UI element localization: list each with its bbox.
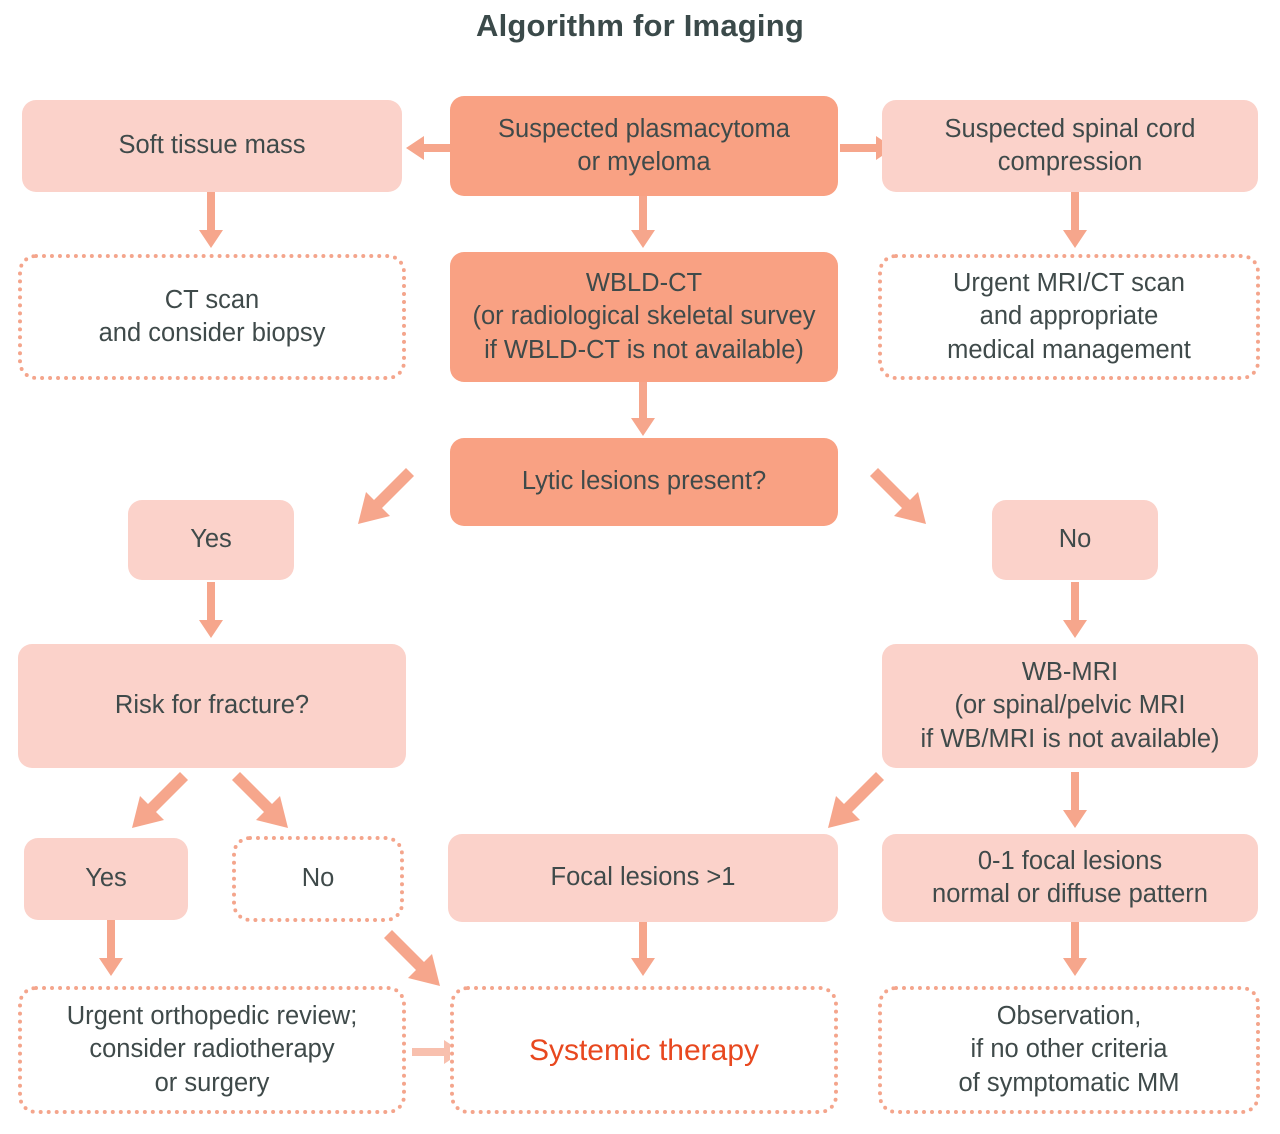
node-fracture-no[interactable]: No — [232, 836, 404, 922]
arrow-wb-mri-to-focal-gt1 — [826, 772, 888, 830]
arrow-focal-gt1-to-systemic — [628, 920, 658, 978]
node-lytic-yes[interactable]: Yes — [128, 500, 294, 580]
node-focal-lesions-0-1[interactable]: 0-1 focal lesions normal or diffuse patt… — [882, 834, 1258, 922]
node-lytic-lesions-present[interactable]: Lytic lesions present? — [450, 438, 838, 526]
arrow-root-to-soft-tissue — [404, 133, 460, 163]
arrow-wbld-ct-to-lytic-lesions — [628, 380, 658, 438]
arrow-fracture-yes-to-orthopedic — [96, 920, 126, 978]
node-urgent-orthopedic[interactable]: Urgent orthopedic review; consider radio… — [18, 986, 406, 1114]
arrow-wb-mri-to-focal-0-1 — [1060, 772, 1090, 830]
arrow-focal-0-1-to-observation — [1060, 920, 1090, 978]
page-title: Algorithm for Imaging — [476, 8, 804, 43]
node-lytic-no[interactable]: No — [992, 500, 1158, 580]
arrow-fracture-no-to-systemic — [380, 930, 442, 988]
arrow-risk-to-fracture-yes — [130, 772, 192, 830]
node-wbld-ct[interactable]: WBLD-CT (or radiological skeletal survey… — [450, 252, 838, 382]
node-soft-tissue-mass[interactable]: Soft tissue mass — [22, 100, 402, 192]
node-observation[interactable]: Observation, if no other criteria of sym… — [878, 986, 1260, 1114]
arrow-cord-compression-to-urgent-mri — [1060, 192, 1090, 250]
node-wb-mri[interactable]: WB-MRI (or spinal/pelvic MRI if WB/MRI i… — [882, 644, 1258, 768]
node-urgent-mri-ct[interactable]: Urgent MRI/CT scan and appropriate medic… — [878, 254, 1260, 380]
arrow-lytic-to-yes — [356, 468, 418, 526]
node-suspected-plasmacytoma[interactable]: Suspected plasmacytoma or myeloma — [450, 96, 838, 196]
arrow-no-to-wb-mri — [1060, 582, 1090, 640]
node-focal-lesions-gt1[interactable]: Focal lesions >1 — [448, 834, 838, 922]
node-suspected-cord-compression[interactable]: Suspected spinal cord compression — [882, 100, 1258, 192]
node-ct-scan-biopsy[interactable]: CT scan and consider biopsy — [18, 254, 406, 380]
node-systemic-therapy[interactable]: Systemic therapy — [450, 986, 838, 1114]
arrow-root-to-cord-compression — [840, 133, 896, 163]
node-risk-for-fracture[interactable]: Risk for fracture? — [18, 644, 406, 768]
arrow-risk-to-fracture-no — [228, 772, 290, 830]
arrow-soft-tissue-to-ct-scan — [196, 192, 226, 250]
arrow-yes-to-risk-fracture — [196, 582, 226, 640]
arrow-orthopedic-to-systemic — [412, 1038, 464, 1066]
arrow-lytic-to-no — [866, 468, 928, 526]
node-fracture-yes[interactable]: Yes — [24, 838, 188, 920]
arrow-root-to-wbld-ct — [628, 192, 658, 250]
